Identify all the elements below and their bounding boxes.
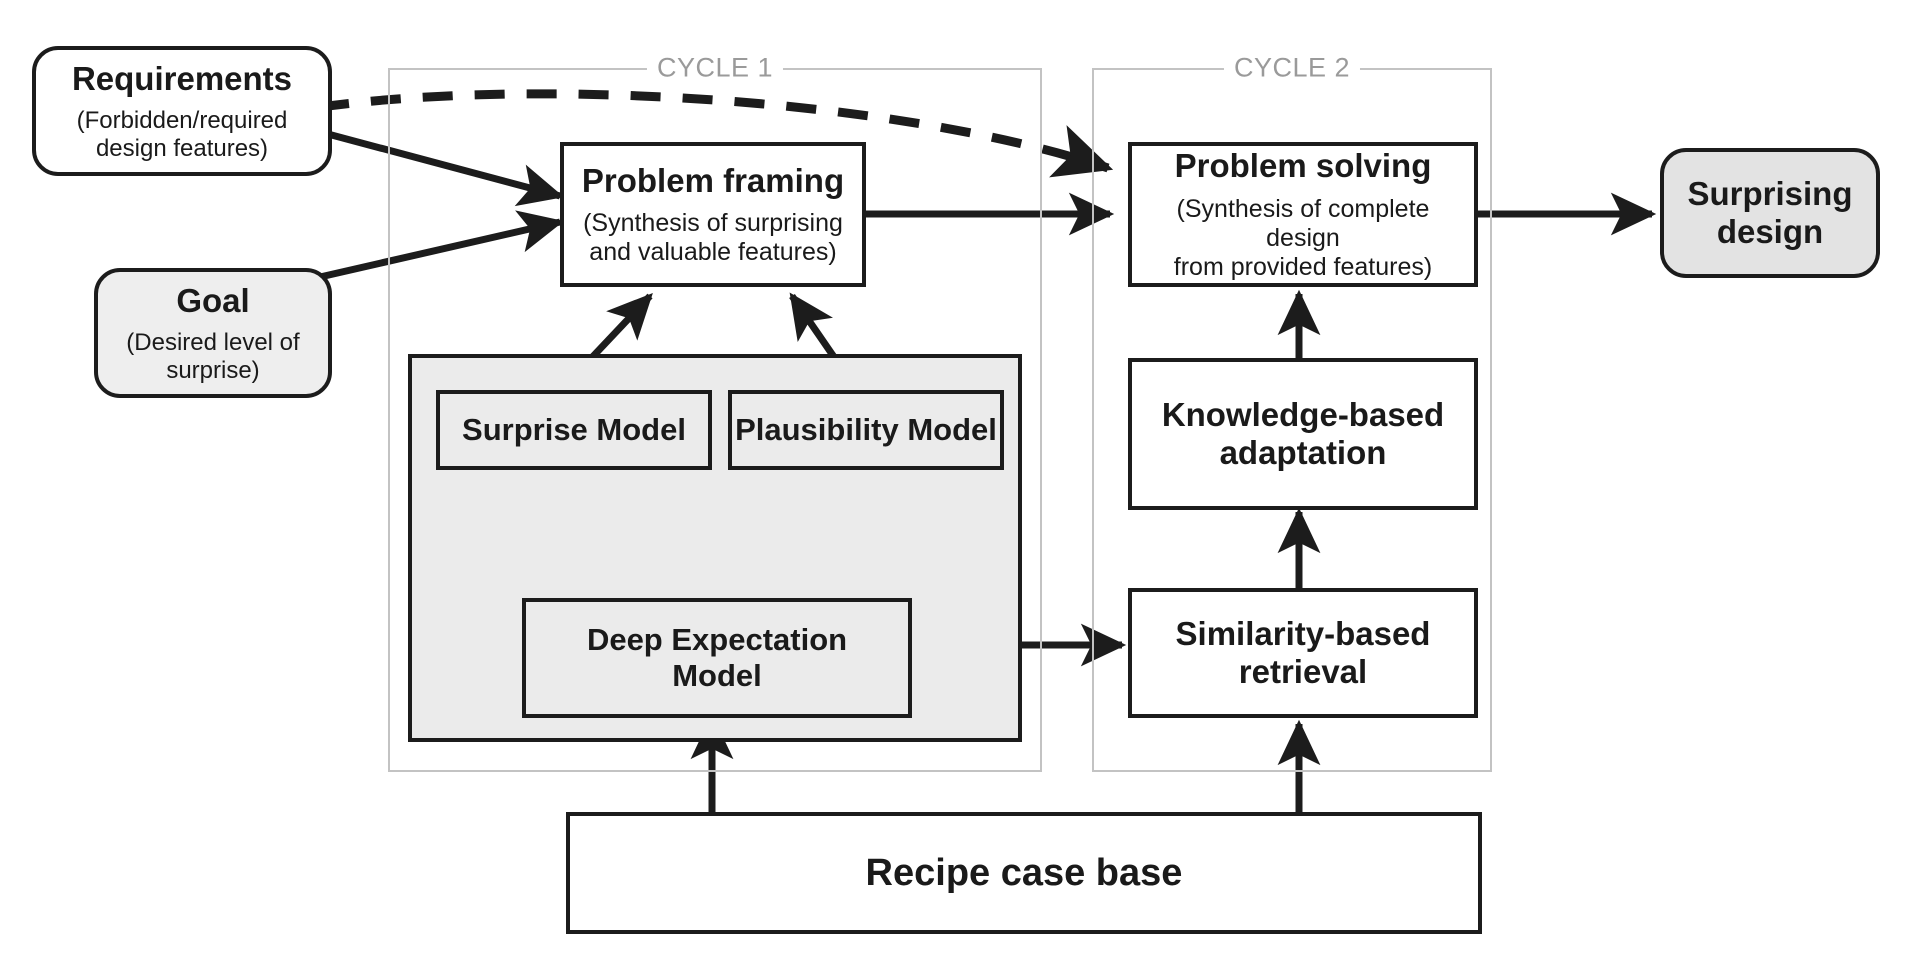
node-knowledge-based-adaptation-line-1: Knowledge-based	[1161, 395, 1445, 433]
node-surprising-design-line-1: Surprising	[1687, 174, 1853, 212]
group-cycle-1-label: CYCLE 1	[646, 52, 784, 84]
node-surprise-model-title: Surprise Model	[462, 412, 686, 448]
node-requirements-subtitle-line-1: (Forbidden/required	[76, 106, 288, 134]
node-requirements[interactable]: Requirements (Forbidden/required design …	[32, 46, 332, 176]
node-goal-subtitle-line-2: surprise)	[166, 356, 260, 384]
node-requirements-subtitle-line-2: design features)	[95, 134, 269, 162]
node-problem-framing-subtitle-line-2: and valuable features)	[589, 238, 837, 267]
node-problem-solving[interactable]: Problem solving (Synthesis of complete d…	[1128, 142, 1478, 287]
node-similarity-based-retrieval-line-1: Similarity-based	[1175, 614, 1431, 652]
node-knowledge-based-adaptation-line-2: adaptation	[1219, 434, 1387, 471]
node-goal-subtitle-line-1: (Desired level of	[126, 328, 300, 356]
node-problem-solving-subtitle-line-1: (Synthesis of complete design	[1176, 194, 1430, 252]
node-problem-framing-subtitle-line-1: (Synthesis of surprising	[583, 209, 843, 238]
node-surprising-design[interactable]: Surprising design	[1660, 148, 1880, 278]
node-plausibility-model-title: Plausibility Model	[735, 412, 997, 448]
node-knowledge-based-adaptation[interactable]: Knowledge-based adaptation	[1128, 358, 1478, 510]
node-surprise-model[interactable]: Surprise Model	[436, 390, 712, 470]
node-problem-framing[interactable]: Problem framing (Synthesis of surprising…	[560, 142, 866, 287]
node-problem-framing-title: Problem framing	[581, 161, 845, 199]
node-deep-expectation-model[interactable]: Deep Expectation Model	[522, 598, 912, 718]
node-surprising-design-line-2: design	[1716, 213, 1824, 250]
node-recipe-case-base[interactable]: Recipe case base	[566, 812, 1482, 934]
node-requirements-title: Requirements	[71, 59, 293, 97]
node-recipe-case-base-title: Recipe case base	[865, 851, 1183, 894]
node-problem-solving-subtitle-line-2: from provided features)	[1173, 252, 1433, 281]
group-cycle-2-label: CYCLE 2	[1223, 52, 1361, 84]
node-deep-expectation-model-line-2: Model	[672, 658, 762, 693]
node-problem-solving-title: Problem solving	[1174, 147, 1432, 185]
node-goal[interactable]: Goal (Desired level of surprise)	[94, 268, 332, 398]
node-similarity-based-retrieval-line-2: retrieval	[1238, 653, 1368, 690]
node-similarity-based-retrieval[interactable]: Similarity-based retrieval	[1128, 588, 1478, 718]
node-goal-title: Goal	[176, 281, 250, 319]
node-plausibility-model[interactable]: Plausibility Model	[728, 390, 1004, 470]
node-deep-expectation-model-line-1: Deep Expectation	[586, 622, 848, 658]
